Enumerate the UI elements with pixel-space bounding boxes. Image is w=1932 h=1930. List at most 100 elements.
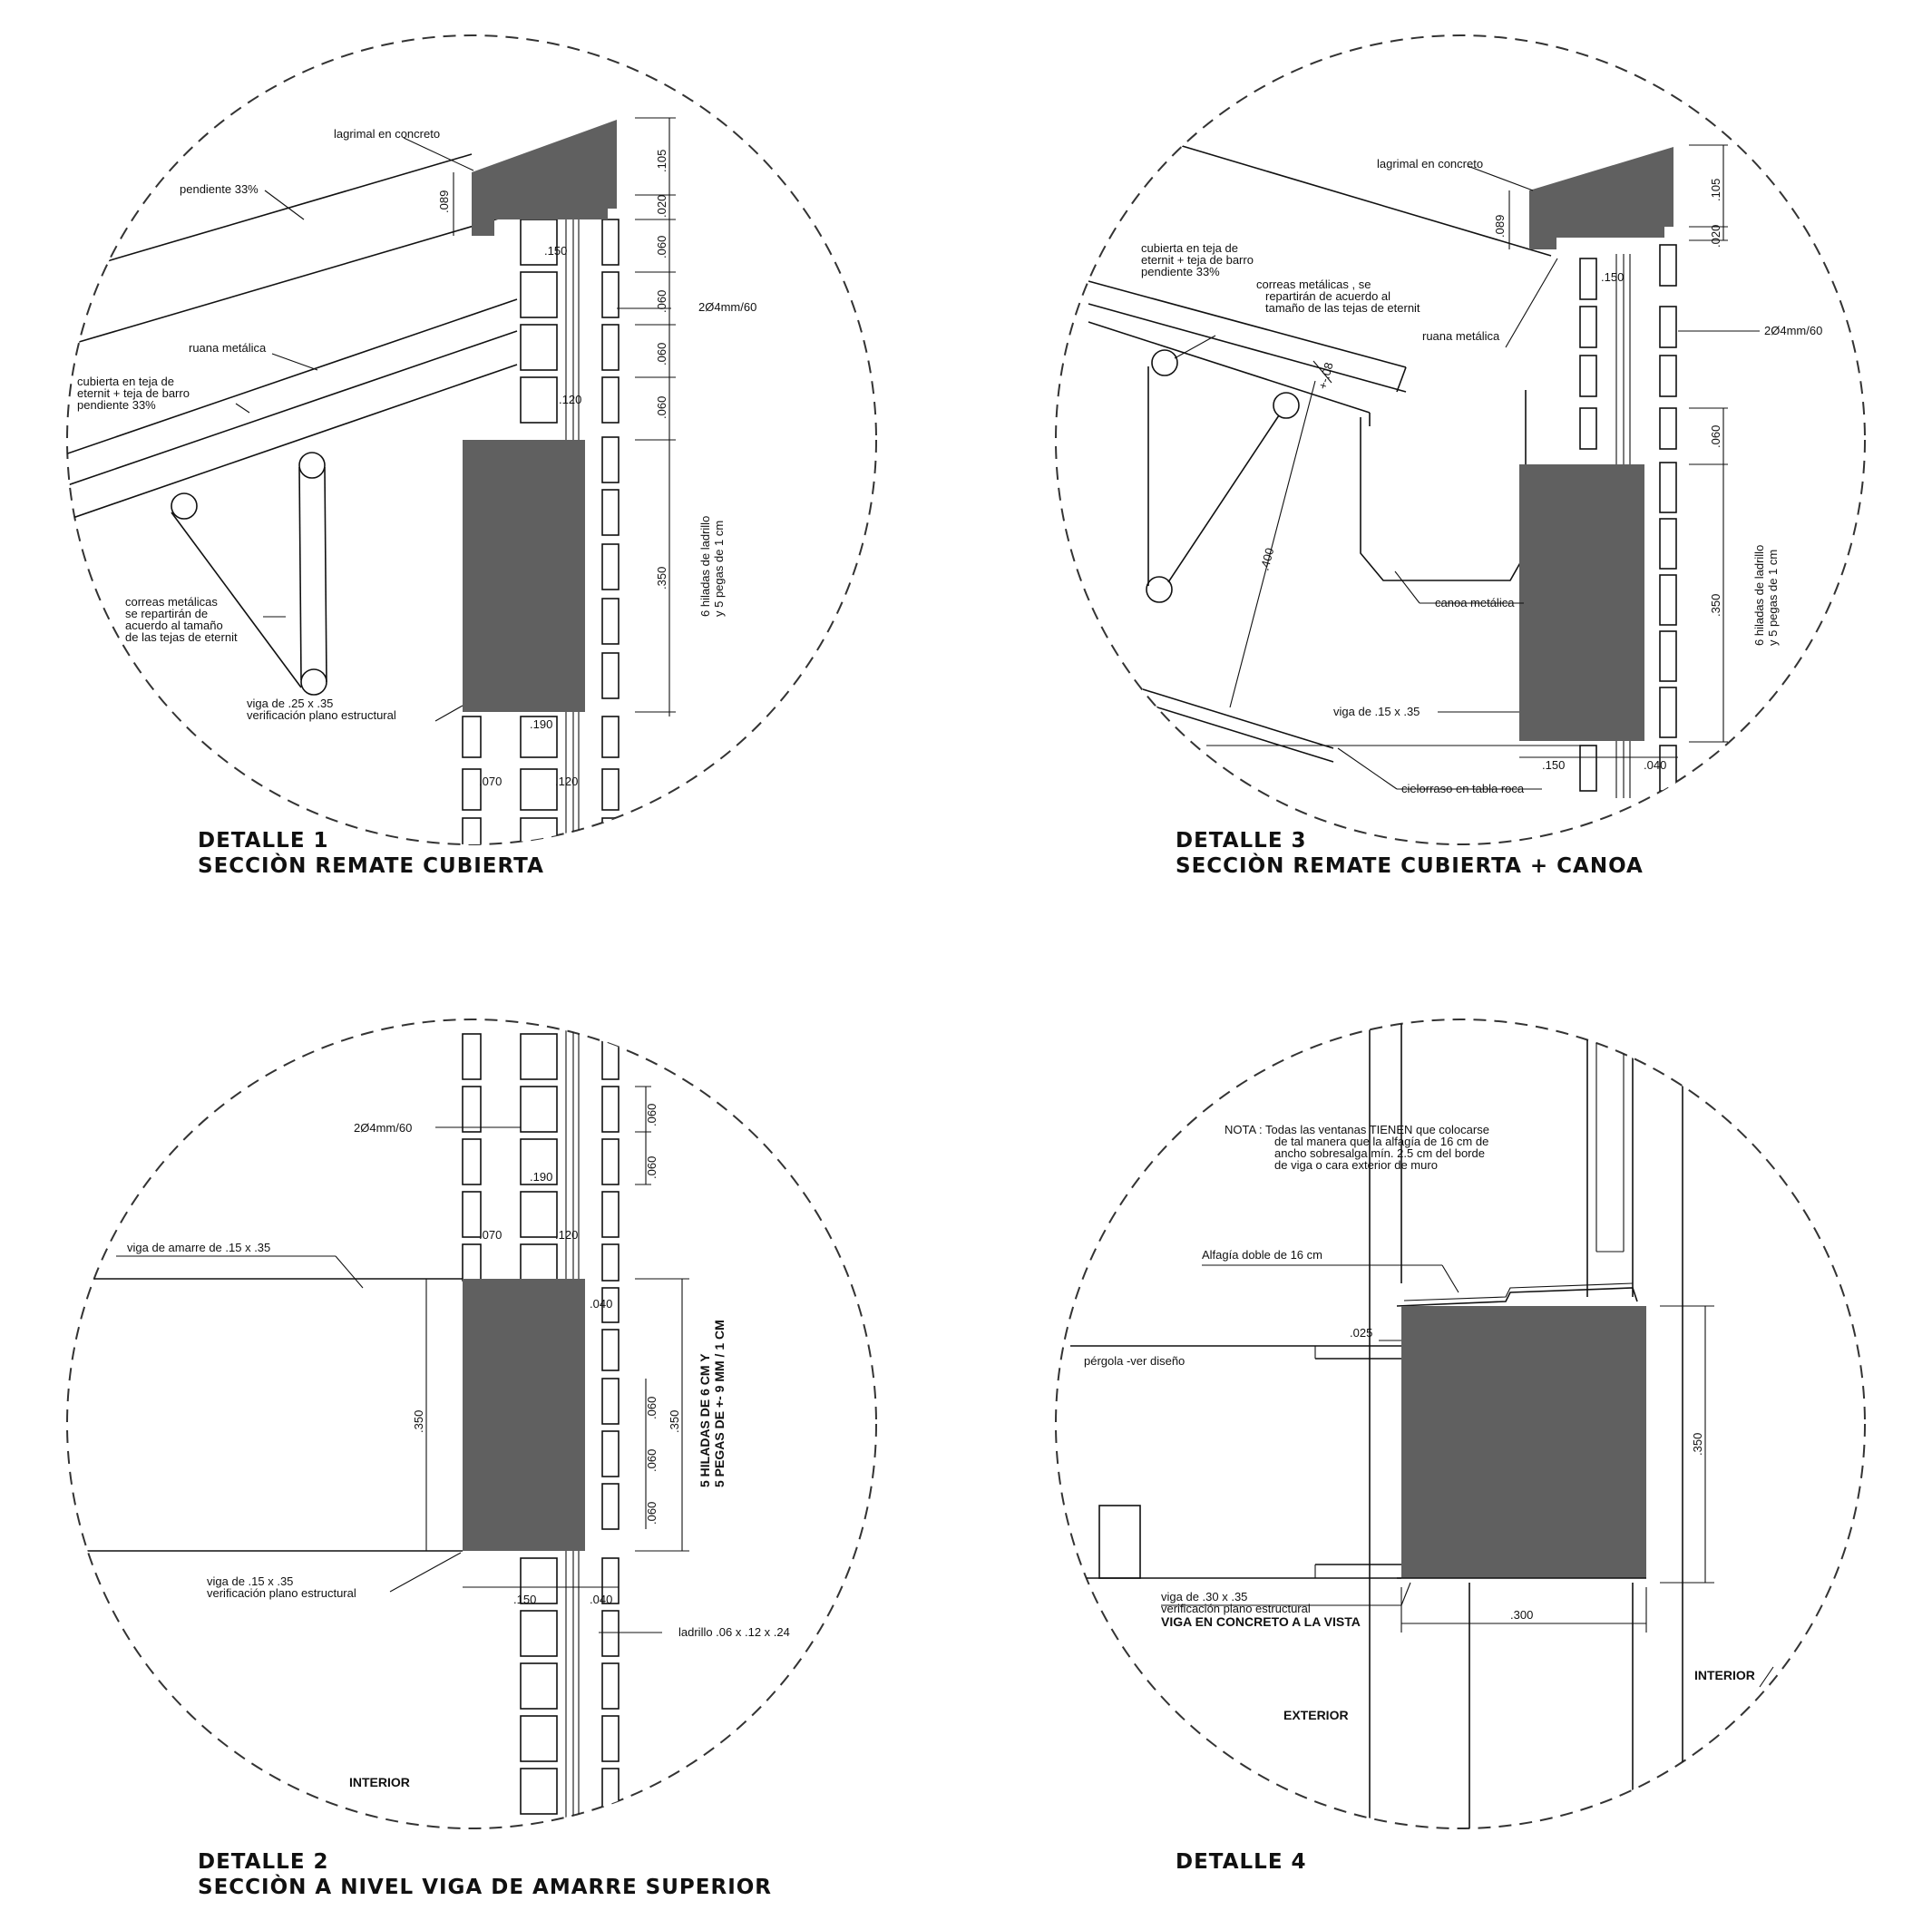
dim-2-060-b: .060 xyxy=(645,1156,659,1179)
caption-detail-2-subtitle: SECCIÒN A NIVEL VIGA DE AMARRE SUPERIOR xyxy=(198,1874,772,1899)
label-cielorraso: cielorraso en tabla roca xyxy=(1401,782,1525,795)
label-cubierta-2: eternit + teja de barro xyxy=(77,386,190,400)
dim-4-300: .300 xyxy=(1510,1608,1533,1622)
dim-070: .070 xyxy=(479,775,502,788)
detail-2: 2Ø4mm/60 viga de amarre de .15 x .35 vig… xyxy=(66,1019,877,1899)
beam-block-2 xyxy=(463,1279,585,1551)
lagrimal-block xyxy=(472,120,617,236)
label-refuerzo-2: 2Ø4mm/60 xyxy=(354,1121,412,1135)
dim-060-c: .060 xyxy=(655,343,668,366)
label-ruana-3: ruana metálica xyxy=(1422,329,1500,343)
label-hiladas-3-2: y 5 pegas de 1 cm xyxy=(1766,550,1780,646)
label-exterior-4: EXTERIOR xyxy=(1283,1708,1349,1722)
label-refuerzo-3: 2Ø4mm/60 xyxy=(1764,324,1822,337)
dim-3-400: .400 xyxy=(1257,546,1276,571)
label-alfagia: Alfagía doble de 16 cm xyxy=(1202,1248,1322,1262)
dim-3-150-b: .150 xyxy=(1542,758,1565,772)
label-viga-4-3: VIGA EN CONCRETO A LA VISTA xyxy=(1161,1614,1361,1629)
dim-3-150: .150 xyxy=(1601,270,1624,284)
dim-2-190: .190 xyxy=(530,1170,552,1184)
label-lagrimal: lagrimal en concreto xyxy=(334,127,440,141)
label-nota-2: de tal manera que la alfagía de 16 cm de xyxy=(1274,1135,1488,1148)
dim-2-060-e: .060 xyxy=(645,1502,659,1525)
dim-190: .190 xyxy=(530,717,552,731)
beam-block-4 xyxy=(1401,1306,1646,1578)
detail-4: NOTA : Todas las ventanas TIENEN que col… xyxy=(1055,1019,1866,1874)
detail-2-boundary xyxy=(66,1019,877,1829)
dim-4-350: .350 xyxy=(1691,1433,1704,1456)
dim-3-040: .040 xyxy=(1644,758,1666,772)
detail-3-boundary xyxy=(1055,34,1866,845)
label-viga-2-2: verificación plano estructural xyxy=(207,1586,356,1600)
dim-120: .120 xyxy=(559,393,581,406)
label-nota-4: de viga o cara exterior de muro xyxy=(1274,1158,1438,1172)
dim-060-a: .060 xyxy=(655,236,668,258)
dim-2-070: .070 xyxy=(479,1228,502,1242)
dim-3-350: .350 xyxy=(1709,594,1722,617)
label-correas-3-2: repartirán de acuerdo al xyxy=(1265,289,1390,303)
label-correas-1: correas metálicas xyxy=(125,595,218,609)
detail-4-boundary xyxy=(1055,1019,1866,1829)
dim-150: .150 xyxy=(544,244,567,258)
detail-1: lagrimal en concreto pendiente 33% ruana… xyxy=(66,34,877,878)
dim-2-060-d: .060 xyxy=(645,1449,659,1472)
dim-2-040: .040 xyxy=(590,1297,612,1311)
dim-3-08: +-.08 xyxy=(1315,361,1335,391)
label-correas-3-3: tamaño de las tejas de eternit xyxy=(1265,301,1420,315)
label-interior-4: INTERIOR xyxy=(1694,1668,1755,1682)
dim-2-150: .150 xyxy=(513,1593,536,1606)
dim-020: .020 xyxy=(655,195,668,218)
label-nota-3: ancho sobresalga mín. 2.5 cm del borde xyxy=(1274,1146,1485,1160)
label-nota-1: NOTA : Todas las ventanas TIENEN que col… xyxy=(1225,1123,1489,1136)
detail-3: lagrimal en concreto cubierta en teja de… xyxy=(1055,34,1866,878)
label-lagrimal-3: lagrimal en concreto xyxy=(1377,157,1483,171)
dim-3-105: .105 xyxy=(1709,179,1722,201)
label-hiladas-1: 6 hiladas de ladrillo xyxy=(698,516,712,617)
dim-3-060: .060 xyxy=(1709,425,1722,448)
label-correas-3-1: correas metálicas , se xyxy=(1256,278,1371,291)
dim-350: .350 xyxy=(655,567,668,590)
label-hiladas-3-1: 6 hiladas de ladrillo xyxy=(1752,545,1766,646)
caption-detail-2-title: DETALLE 2 xyxy=(198,1850,329,1874)
beam-block-3 xyxy=(1519,464,1644,741)
label-ruana: ruana metálica xyxy=(189,341,267,355)
label-correas-3: acuerdo al tamaño xyxy=(125,619,223,632)
label-viga-4-1: viga de .30 x .35 xyxy=(1161,1590,1247,1603)
caption-detail-1-subtitle: SECCIÒN REMATE CUBIERTA xyxy=(198,853,544,878)
dim-3-089: .089 xyxy=(1493,215,1507,238)
label-viga-2-1: viga de .15 x .35 xyxy=(207,1574,293,1588)
label-viga-4-2: verificación plano estructural xyxy=(1161,1602,1311,1615)
dim-2-060-c: .060 xyxy=(645,1397,659,1419)
label-cubierta-3-2: eternit + teja de barro xyxy=(1141,253,1254,267)
dim-3-020: .020 xyxy=(1709,225,1722,248)
label-hiladas-2: y 5 pegas de 1 cm xyxy=(712,521,726,617)
dim-2-120: .120 xyxy=(555,1228,578,1242)
caption-detail-3-subtitle: SECCIÒN REMATE CUBIERTA + CANOA xyxy=(1176,853,1644,878)
caption-detail-1-title: DETALLE 1 xyxy=(198,829,329,853)
label-interior-2: INTERIOR xyxy=(349,1775,410,1789)
dim-060-b: .060 xyxy=(655,290,668,313)
label-cubierta-3-1: cubierta en teja de xyxy=(1141,241,1238,255)
label-hiladas-2-1: 5 HILADAS DE 6 CM Y xyxy=(698,1353,712,1487)
label-viga-amarre: viga de amarre de .15 x .35 xyxy=(127,1241,270,1254)
dim-2-040-b: .040 xyxy=(590,1593,612,1606)
caption-detail-3-title: DETALLE 3 xyxy=(1176,829,1307,853)
label-hiladas-2-2: 5 PEGAS DE +- 9 MM / 1 CM xyxy=(712,1320,727,1487)
lagrimal-block-3 xyxy=(1529,147,1673,249)
dim-060-d: .060 xyxy=(655,396,668,419)
label-viga-3: viga de .15 x .35 xyxy=(1333,705,1420,718)
dim-2-350-a: .350 xyxy=(412,1410,425,1433)
label-viga-1: viga de .25 x .35 xyxy=(247,697,333,710)
label-pendiente: pendiente 33% xyxy=(180,182,259,196)
label-correas-2: se repartirán de xyxy=(125,607,208,620)
label-cubierta-3: pendiente 33% xyxy=(77,398,156,412)
label-cubierta-3-3: pendiente 33% xyxy=(1141,265,1220,278)
dim-2-350-b: .350 xyxy=(668,1410,681,1433)
label-ladrillo: ladrillo .06 x .12 x .24 xyxy=(678,1625,790,1639)
dim-105: .105 xyxy=(655,150,668,172)
dim-089: .089 xyxy=(437,190,451,213)
label-correas-4: de las tejas de eternit xyxy=(125,630,238,644)
dim-4-025: .025 xyxy=(1350,1326,1372,1340)
label-viga-2: verificación plano estructural xyxy=(247,708,396,722)
